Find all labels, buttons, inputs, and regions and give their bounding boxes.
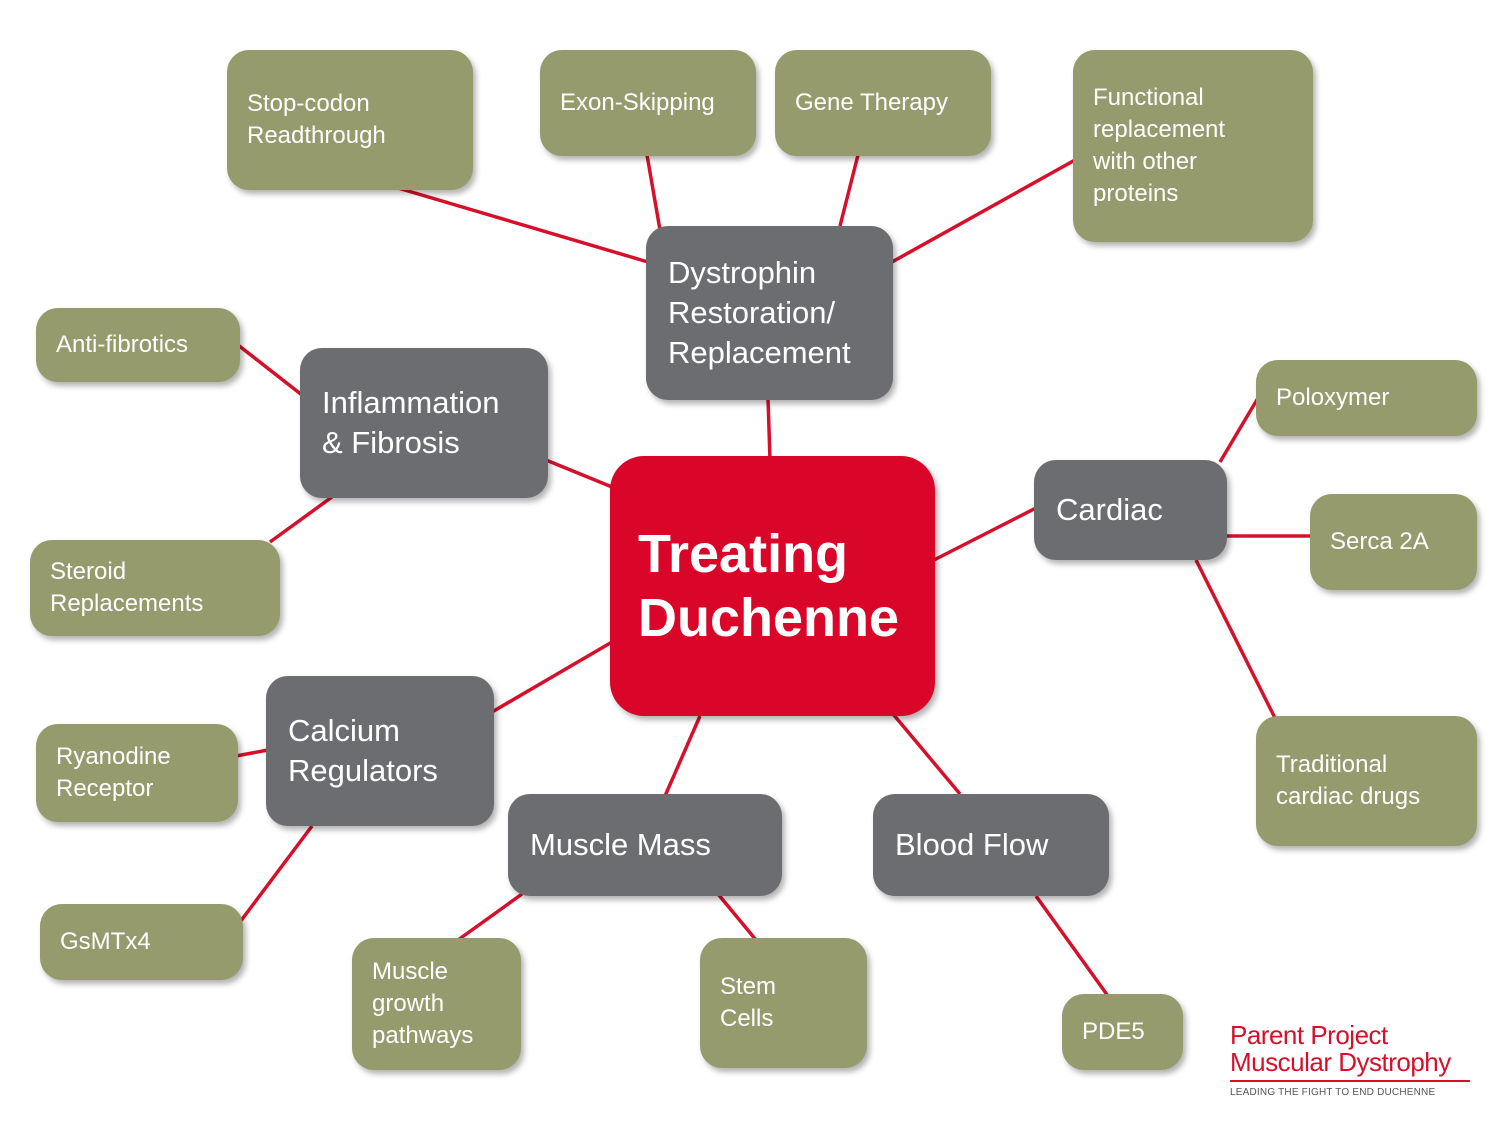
leaf-node-anti-fibrotics: Anti-fibrotics xyxy=(36,308,240,382)
leaf-label-pde5: PDE5 xyxy=(1082,1018,1145,1045)
category-label-calcium: Calcium Regulators xyxy=(288,713,438,788)
leaf-node-steroid: Steroid Replacements xyxy=(30,540,280,636)
leaf-label-stop-codon: Stop-codon Readthrough xyxy=(247,90,386,149)
connector-dystrophin-exon-skipping xyxy=(645,154,662,231)
leaf-label-gene-therapy: Gene Therapy xyxy=(795,89,948,116)
leaf-node-stem-cells: Stem Cells xyxy=(700,938,867,1068)
connector-center-calcium xyxy=(491,640,613,714)
connector-dystrophin-functional xyxy=(891,158,1076,264)
connector-inflammation-anti-fibrotics xyxy=(236,343,304,397)
leaf-node-traditional-cardiac: Traditional cardiac drugs xyxy=(1256,716,1477,846)
leaf-label-muscle-growth: Muscle growth pathways xyxy=(372,958,474,1049)
category-label-blood-flow: Blood Flow xyxy=(895,827,1049,862)
connector-muscle-growth xyxy=(456,892,524,942)
connector-calcium-gsmtx4 xyxy=(238,824,314,924)
leaf-label-gsmtx4: GsMTx4 xyxy=(60,928,151,955)
category-node-blood-flow: Blood Flow xyxy=(873,794,1109,896)
connector-dystrophin-stop-codon xyxy=(397,186,649,264)
leaf-node-gsmtx4: GsMTx4 xyxy=(40,904,243,980)
connector-calcium-ryanodine xyxy=(235,748,269,758)
leaf-node-exon-skipping: Exon-Skipping xyxy=(540,50,756,156)
logo-line-1: Parent Project xyxy=(1230,1020,1388,1050)
center-node-label: Treating Duchenne xyxy=(638,524,900,648)
connector-blood-flow-pde5 xyxy=(1034,894,1110,998)
ppmd-logo: Parent Project Muscular Dystrophy LEADIN… xyxy=(1230,1022,1480,1098)
leaf-node-muscle-growth: Muscle growth pathways xyxy=(352,938,521,1070)
leaf-label-poloxymer: Poloxymer xyxy=(1276,384,1390,411)
leaf-label-exon-skipping: Exon-Skipping xyxy=(560,89,715,116)
connector-center-dystrophin xyxy=(766,397,772,461)
connector-cardiac-traditional xyxy=(1194,559,1277,719)
leaf-label-steroid: Steroid Replacements xyxy=(50,558,204,617)
category-node-cardiac: Cardiac xyxy=(1034,460,1227,560)
connector-inflammation-steroid xyxy=(268,495,334,544)
leaf-node-gene-therapy: Gene Therapy xyxy=(775,50,991,156)
leaf-label-serca: Serca 2A xyxy=(1330,528,1429,555)
leaf-node-ryanodine: Ryanodine Receptor xyxy=(36,724,238,822)
category-label-dystrophin: Dystrophin Restoration/ Replacement xyxy=(668,255,851,370)
connector-cardiac-poloxymer xyxy=(1218,397,1260,463)
leaf-label-traditional-cardiac: Traditional cardiac drugs xyxy=(1276,751,1421,810)
category-label-inflammation: Inflammation & Fibrosis xyxy=(322,385,500,460)
leaf-label-stem-cells: Stem Cells xyxy=(720,973,777,1032)
connector-center-cardiac xyxy=(933,506,1037,562)
logo-tagline: LEADING THE FIGHT TO END DUCHENNE xyxy=(1230,1087,1436,1098)
leaf-node-functional-replacement: Functional replacement with other protei… xyxy=(1073,50,1313,242)
connector-center-muscle-mass xyxy=(663,715,702,797)
center-node-treating-duchenne: Treating Duchenne xyxy=(610,456,935,716)
category-node-calcium: Calcium Regulators xyxy=(266,676,494,826)
category-node-dystrophin: Dystrophin Restoration/ Replacement xyxy=(646,226,893,400)
leaf-node-pde5: PDE5 xyxy=(1062,994,1183,1070)
category-node-muscle-mass: Muscle Mass xyxy=(508,794,782,896)
category-label-cardiac: Cardiac xyxy=(1056,492,1163,527)
connector-muscle-stem-cells xyxy=(716,892,758,942)
leaf-label-anti-fibrotics: Anti-fibrotics xyxy=(56,331,189,358)
connector-dystrophin-gene-therapy xyxy=(838,154,860,227)
logo-line-2: Muscular Dystrophy xyxy=(1230,1047,1451,1077)
logo-underline xyxy=(1230,1080,1470,1082)
connector-center-blood-flow xyxy=(891,712,962,796)
connector-center-inflammation xyxy=(545,458,613,489)
leaf-label-ryanodine: Ryanodine Receptor xyxy=(56,743,171,802)
category-label-muscle-mass: Muscle Mass xyxy=(530,827,711,862)
leaf-node-poloxymer: Poloxymer xyxy=(1256,360,1477,436)
category-node-inflammation: Inflammation & Fibrosis xyxy=(300,348,548,498)
leaf-node-stop-codon: Stop-codon Readthrough xyxy=(227,50,473,190)
leaf-label-functional-replacement: Functional replacement with other protei… xyxy=(1093,84,1226,207)
leaf-node-serca: Serca 2A xyxy=(1310,494,1477,590)
